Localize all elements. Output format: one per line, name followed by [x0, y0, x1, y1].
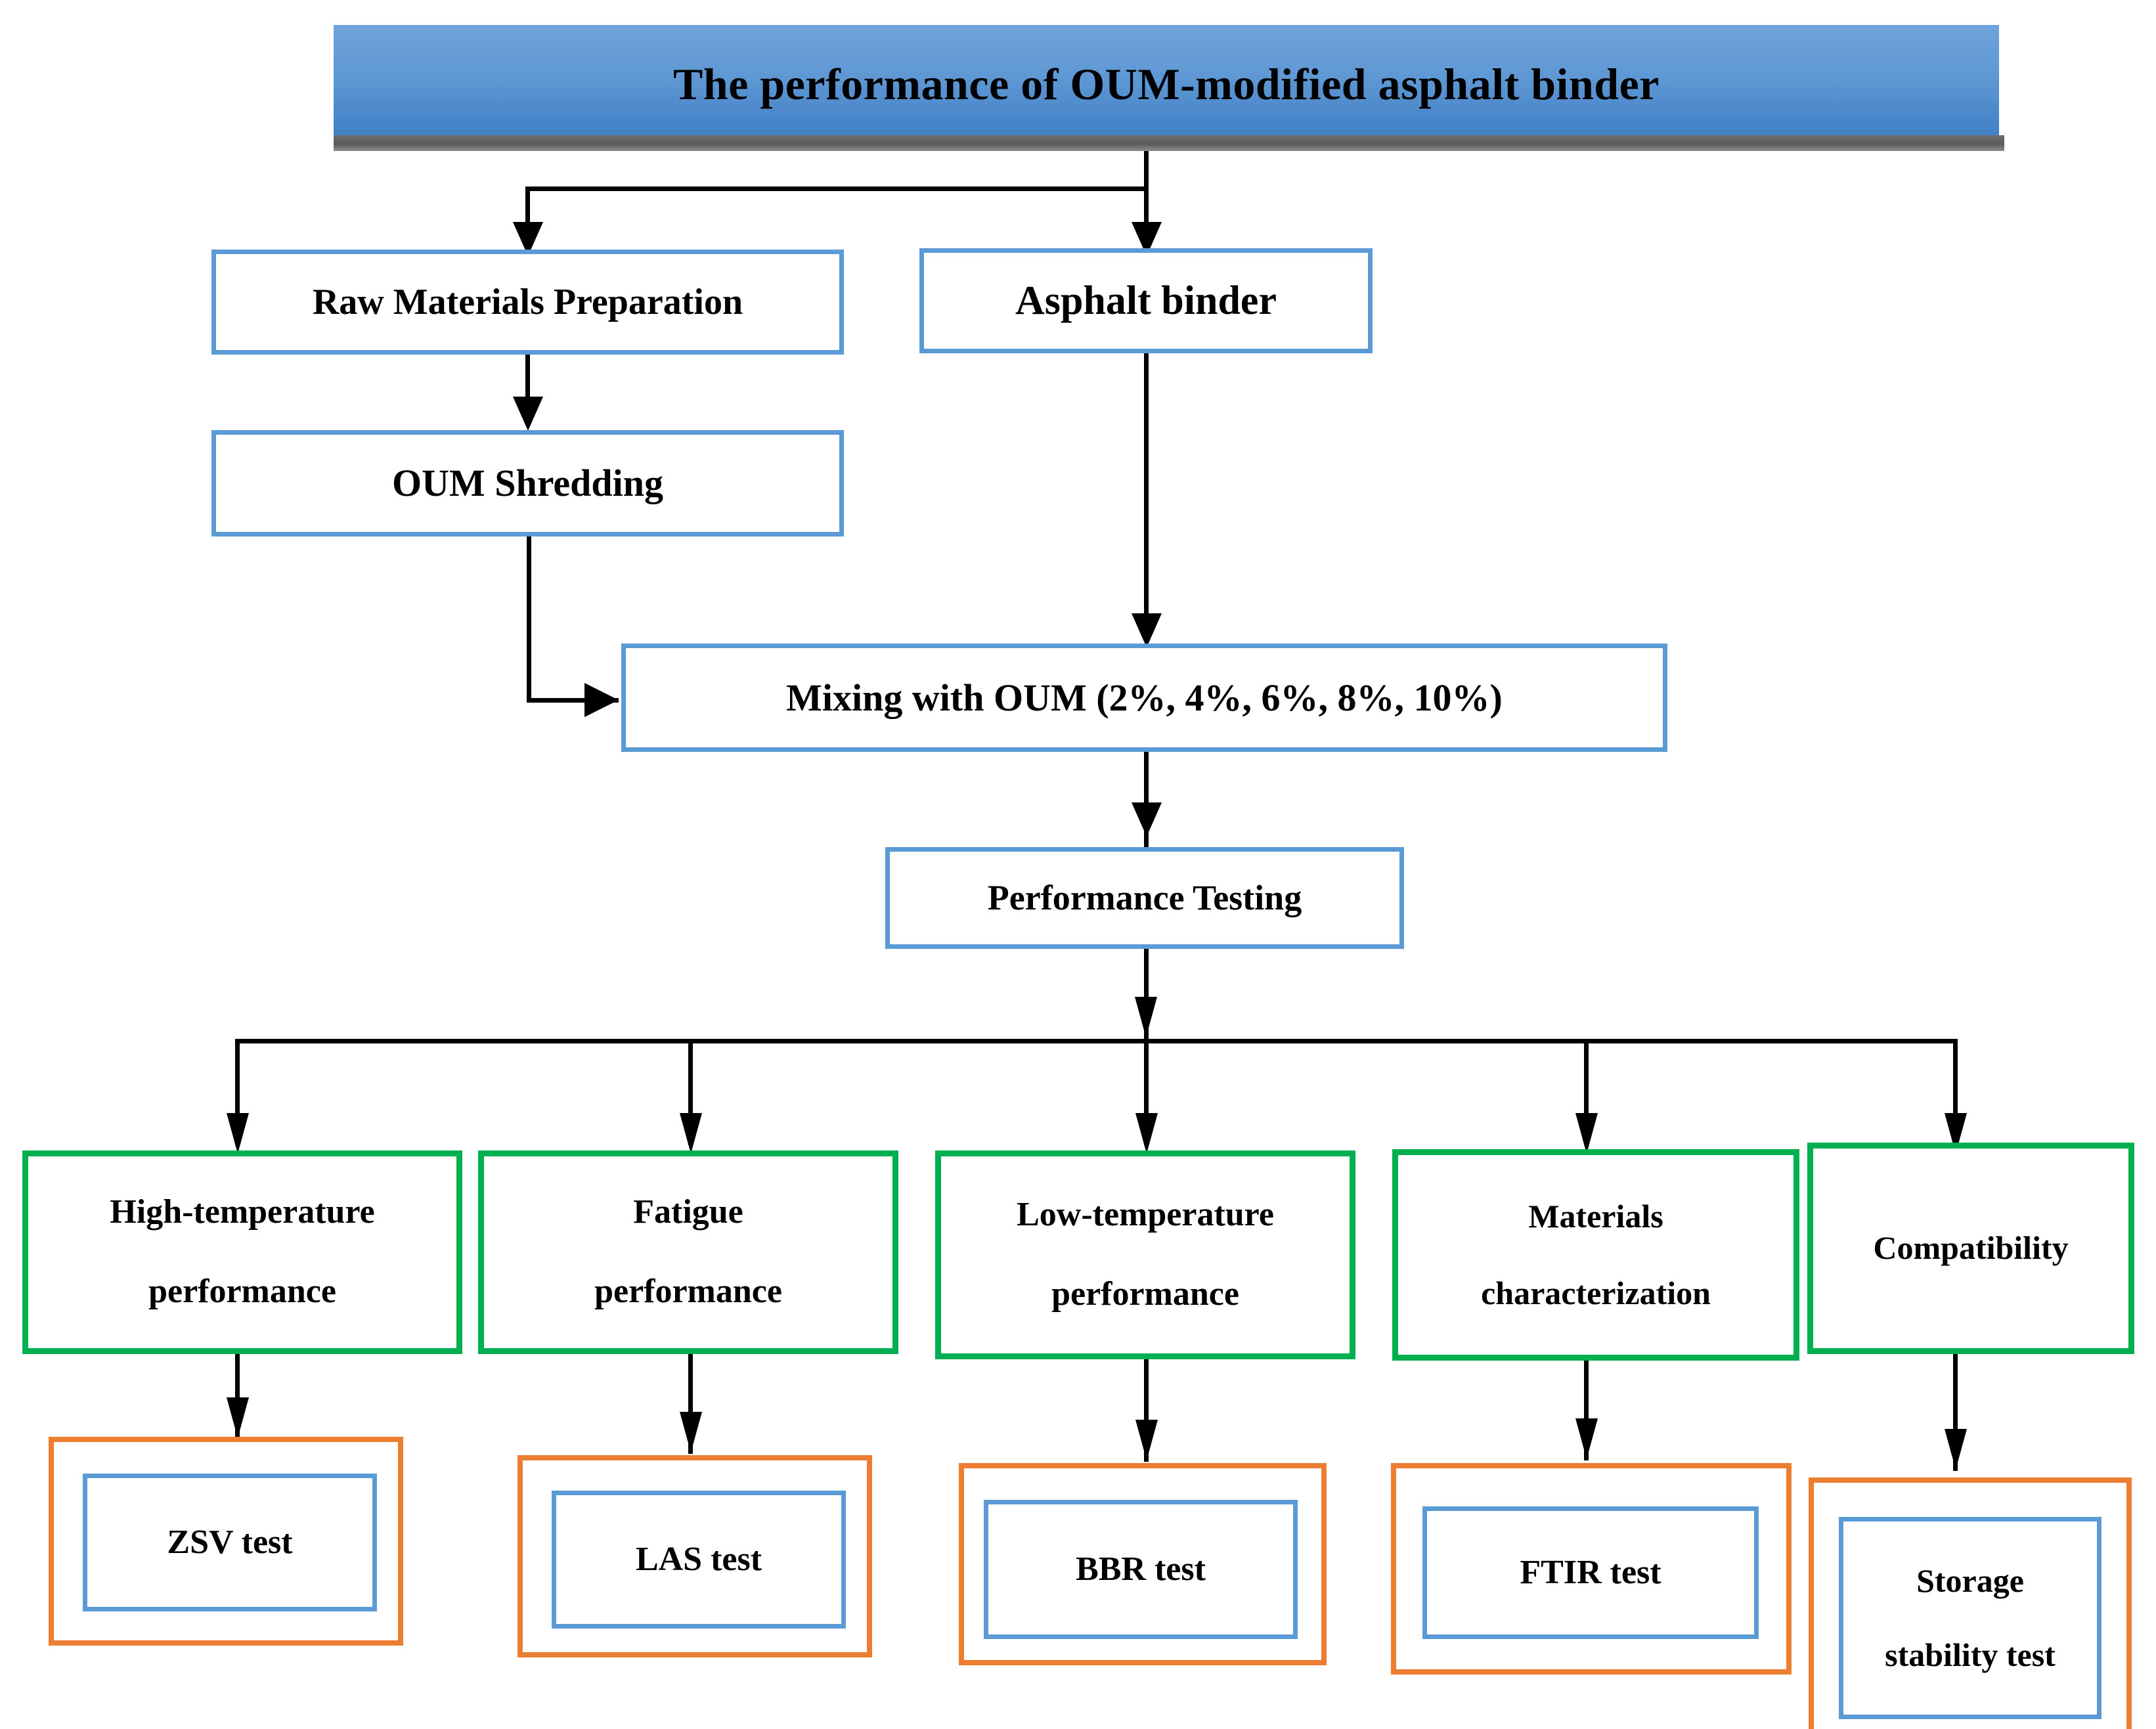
node-zsv-test-inner[interactable]: ZSV test	[83, 1474, 377, 1611]
node-label: FTIR test	[1520, 1553, 1661, 1591]
node-label-line1: Compatibility	[1873, 1229, 2069, 1267]
connector-shredding-elbow-vertical	[527, 536, 531, 703]
node-ftir-test-inner[interactable]: FTIR test	[1422, 1506, 1759, 1639]
node-asphalt-binder[interactable]: Asphalt binder	[919, 248, 1373, 353]
node-label-line1: High-temperature	[110, 1193, 375, 1231]
connector-bus-to-fatigue	[688, 1039, 693, 1145]
node-label-line2: stability test	[1885, 1636, 2056, 1673]
node-label: Asphalt binder	[1015, 278, 1277, 323]
node-raw-materials-preparation[interactable]: Raw Materials Preparation	[211, 250, 844, 355]
node-las-test-inner[interactable]: LAS test	[552, 1491, 846, 1629]
node-bbr-test-outer[interactable]: BBR test	[959, 1463, 1327, 1665]
arrowhead-to-high-temperature	[227, 1113, 249, 1154]
node-compatibility[interactable]: Compatibility	[1807, 1143, 2134, 1354]
connector-raw-to-shredding	[525, 355, 530, 402]
node-label: BBR test	[1076, 1550, 1206, 1588]
connector-asphalt-to-mixing	[1144, 353, 1149, 623]
node-low-temperature-performance[interactable]: Low-temperature performance	[935, 1150, 1355, 1359]
node-performance-testing[interactable]: Performance Testing	[885, 847, 1404, 949]
node-label: Performance Testing	[987, 877, 1302, 917]
connector-category-bus	[235, 1039, 1957, 1043]
arrowhead-to-fatigue	[680, 1113, 702, 1154]
node-label-line2: performance	[148, 1273, 336, 1310]
arrowhead-testing-to-bus	[1135, 997, 1157, 1038]
node-label-line2: performance	[594, 1273, 782, 1310]
arrowhead-to-mixing-top	[1132, 613, 1162, 647]
node-label: ZSV test	[167, 1523, 293, 1561]
connector-banner-split-bar	[525, 186, 1149, 191]
connector-to-raw-materials	[525, 186, 530, 227]
node-label-line2: performance	[1051, 1275, 1239, 1313]
page-title: The performance of OUM-modified asphalt …	[673, 58, 1660, 109]
arrowhead-to-zsv-test	[227, 1397, 249, 1438]
node-ftir-test-outer[interactable]: FTIR test	[1391, 1463, 1792, 1674]
connector-banner-drop	[1144, 151, 1149, 190]
node-high-temperature-performance[interactable]: High-temperature performance	[22, 1150, 462, 1354]
node-materials-characterization[interactable]: Materials characterization	[1392, 1149, 1799, 1361]
connector-to-asphalt-binder	[1144, 186, 1149, 227]
connector-materials-to-ftir	[1584, 1361, 1589, 1460]
arrowhead-to-ftir-test	[1575, 1418, 1598, 1459]
connector-bus-to-high-temperature	[235, 1039, 240, 1145]
node-storage-stability-test-inner[interactable]: Storage stability test	[1839, 1517, 2101, 1719]
connector-bus-to-materials-characterization	[1584, 1039, 1589, 1145]
node-label: LAS test	[635, 1540, 762, 1578]
connector-high-temperature-to-zsv	[235, 1354, 240, 1439]
node-zsv-test-outer[interactable]: ZSV test	[49, 1437, 403, 1646]
connector-bus-to-low-temperature	[1144, 1039, 1149, 1145]
connector-fatigue-to-las	[688, 1354, 693, 1454]
arrowhead-to-bbr-test	[1135, 1420, 1158, 1460]
connector-shredding-elbow-horizontal	[527, 698, 619, 703]
node-label-line1: Fatigue	[633, 1193, 743, 1231]
arrowhead-to-performance-testing	[1132, 802, 1162, 837]
node-mixing-with-oum[interactable]: Mixing with OUM (2%, 4%, 6%, 8%, 10%)	[621, 644, 1667, 752]
arrowhead-to-oum-shredding	[513, 397, 543, 431]
flowchart-title-banner: The performance of OUM-modified asphalt …	[334, 25, 1999, 143]
node-label-line2: characterization	[1481, 1275, 1711, 1311]
node-storage-stability-test-outer[interactable]: Storage stability test	[1809, 1477, 2132, 1729]
connector-testing-drop	[1144, 949, 1149, 1041]
connector-low-temperature-to-bbr	[1144, 1359, 1149, 1462]
connector-compatibility-to-storage	[1953, 1354, 1958, 1471]
arrowhead-to-las-test	[680, 1412, 702, 1453]
node-bbr-test-inner[interactable]: BBR test	[984, 1500, 1298, 1639]
node-label-line1: Materials	[1528, 1197, 1663, 1235]
banner-shadow-bar	[334, 135, 2004, 151]
node-label-line1: Low-temperature	[1017, 1196, 1274, 1234]
arrowhead-to-materials-characterization	[1575, 1113, 1598, 1154]
connector-bus-to-compatibility	[1953, 1039, 1958, 1145]
arrowhead-to-mixing-left	[584, 683, 619, 717]
node-las-test-outer[interactable]: LAS test	[517, 1455, 872, 1657]
node-label: OUM Shredding	[391, 462, 664, 505]
arrowhead-to-storage-stability-test	[1945, 1429, 1967, 1470]
node-oum-shredding[interactable]: OUM Shredding	[211, 430, 844, 536]
node-label: Mixing with OUM (2%, 4%, 6%, 8%, 10%)	[786, 676, 1503, 719]
node-label: Raw Materials Preparation	[312, 281, 743, 322]
node-fatigue-performance[interactable]: Fatigue performance	[478, 1150, 898, 1354]
arrowhead-to-low-temperature	[1135, 1113, 1158, 1154]
connector-mixing-to-testing	[1144, 752, 1149, 848]
node-label-line1: Storage	[1916, 1562, 2024, 1599]
